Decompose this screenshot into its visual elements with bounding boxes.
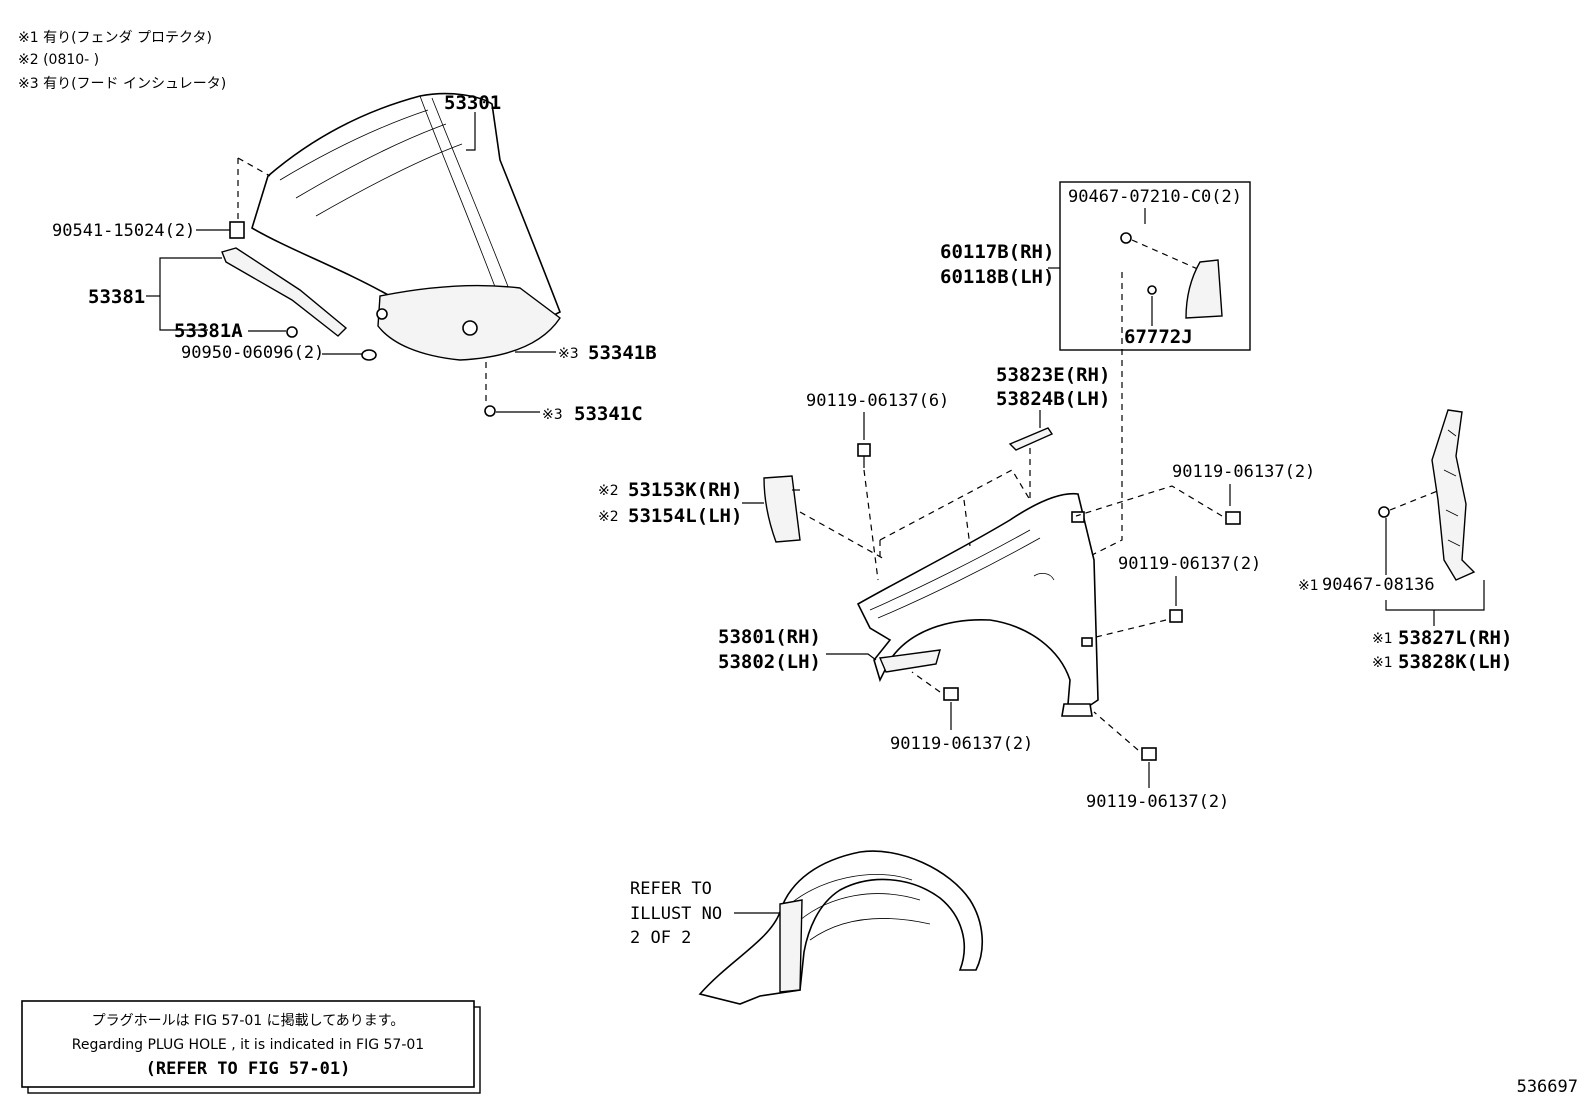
screw-icon: [1120, 232, 1132, 244]
callout-bolt-top: 90119-06137(6): [806, 391, 949, 411]
callout-bolt-bottom-left: 90119-06137(2): [890, 734, 1033, 754]
hood-seal-icon: [221, 247, 348, 337]
mark-protector-lh: ※1: [1372, 655, 1393, 671]
protector-hatch: [1443, 429, 1461, 547]
callout-box-screw: 90467-07210-C0(2): [1068, 187, 1242, 207]
clip-53341c-icon: [484, 405, 496, 417]
mark-insulator-c: ※3: [542, 407, 563, 423]
hood-illustration: [251, 92, 562, 361]
mark-seal-rh: ※2: [598, 483, 619, 499]
grommet-icon: [361, 349, 377, 361]
fender-seal-icon: [763, 475, 801, 543]
bolt-right-b-icon: [1169, 609, 1183, 623]
note-2: ※2 (0810- ): [18, 52, 99, 68]
callout-fender-rh: 53801(RH): [718, 626, 821, 648]
emblem-group-box: [1059, 181, 1251, 351]
mark-protector-rh: ※1: [1372, 631, 1393, 647]
dash-screw: [1131, 239, 1201, 271]
callout-clip-67772j: 67772J: [1124, 326, 1193, 348]
refer-line-2: ILLUST NO: [630, 904, 722, 924]
leader-hood: [466, 112, 476, 151]
info-box: [21, 1000, 475, 1088]
callout-protector-rh: 53827L(RH): [1398, 627, 1512, 649]
fender-protector-icon: [1431, 409, 1476, 581]
callout-hood-seal: 53381: [88, 286, 145, 308]
fender-liner-illustration: [698, 850, 984, 1005]
bolt-right-a-icon: [1225, 511, 1241, 525]
emblem-icon: [1185, 259, 1223, 319]
refer-line-3: 2 OF 2: [630, 928, 691, 948]
callout-hood-seal-a: 53381A: [174, 320, 243, 342]
callout-bolt-right-b: 90119-06137(2): [1118, 554, 1261, 574]
clip-90467-icon: [1378, 506, 1390, 518]
callout-fender-bracket-rh: 53823E(RH): [996, 364, 1110, 386]
leader-fender: [826, 653, 877, 661]
callout-bolt-right-a: 90119-06137(2): [1172, 462, 1315, 482]
figure-id: 536697: [1517, 1077, 1578, 1097]
dash-bolt-top: [863, 469, 879, 581]
callout-insulator-b: 53341B: [588, 342, 657, 364]
clip-67772j-icon: [1147, 285, 1157, 295]
mark-insulator-b: ※3: [558, 346, 579, 362]
fender-bracket-icon: [1008, 427, 1054, 451]
callout-seal-rh: 53153K(RH): [628, 479, 742, 501]
callout-protector-lh: 53828K(LH): [1398, 651, 1512, 673]
bracket-53381: [159, 257, 222, 331]
bolt-top-icon: [857, 443, 871, 457]
callout-emblem-rh: 60117B(RH): [940, 241, 1054, 263]
bolt-bottom-left-icon: [943, 687, 959, 701]
mark-clip-90467: ※1: [1298, 578, 1319, 594]
dash-bolt-bottom-left: [911, 671, 941, 693]
dash-seal: [799, 511, 887, 561]
callout-fender-bracket-lh: 53824B(LH): [996, 388, 1110, 410]
info-line-en: Regarding PLUG HOLE , it is indicated in…: [72, 1037, 424, 1053]
dash-bolt-right-a: [1075, 485, 1223, 517]
callout-fender-lh: 53802(LH): [718, 651, 821, 673]
callout-bolt-bottom-right: 90119-06137(2): [1086, 792, 1229, 812]
dash-bolt-bottom-right: [1093, 711, 1139, 751]
refer-line-1: REFER TO: [630, 879, 712, 899]
callout-seal-lh: 53154L(LH): [628, 505, 742, 527]
dash-emblem-to-fender: [1089, 272, 1123, 557]
spring-clip-icon: [229, 221, 245, 239]
callout-grommet: 90950-06096(2): [181, 343, 324, 363]
bolt-bottom-right-icon: [1141, 747, 1157, 761]
note-3: ※3 有り(フード インシュレータ): [18, 76, 226, 92]
dash-bolt-right-b: [1091, 619, 1167, 639]
mark-seal-lh: ※2: [598, 509, 619, 525]
clip-53381a-icon: [286, 326, 298, 338]
dash-clip-90467: [1389, 489, 1441, 511]
dash-spring-b: [237, 157, 271, 177]
info-line-ref: (REFER TO FIG 57-01): [146, 1059, 351, 1079]
info-line-jp: プラグホールは FIG 57-01 に掲載してあります。: [92, 1013, 405, 1029]
fender-illustration: [856, 469, 1099, 717]
callout-spring-clip: 90541-15024(2): [52, 221, 195, 241]
callout-hood: 53301: [444, 92, 501, 114]
callout-clip-90467: 90467-08136: [1322, 575, 1435, 595]
callout-insulator-c: 53341C: [574, 403, 643, 425]
note-1: ※1 有り(フェンダ プロテクタ): [18, 30, 212, 46]
callout-emblem-lh: 60118B(LH): [940, 266, 1054, 288]
bracket-protector: [1385, 580, 1485, 611]
